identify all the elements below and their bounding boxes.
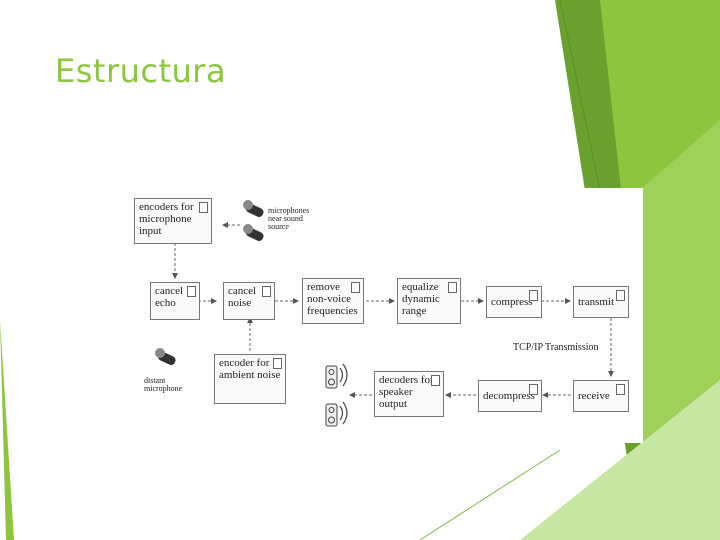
document-icon <box>262 286 271 297</box>
document-icon <box>616 290 625 301</box>
label-tcpip-transmission: TCP/IP Transmission <box>513 342 599 353</box>
box-equalize: equalize dynamic range <box>397 278 461 324</box>
box-receive: receive <box>573 380 629 412</box>
document-icon <box>199 202 208 213</box>
box-transmit: transmit <box>573 286 629 318</box>
document-icon <box>529 384 538 395</box>
box-label: compress <box>491 296 533 308</box>
box-label: decompress <box>483 390 535 402</box>
box-cancel-echo: cancel echo <box>150 282 200 320</box>
box-decompress: decompress <box>478 380 542 412</box>
label-microphones-near: microphones near sound source <box>268 206 310 231</box>
box-cancel-noise: cancel noise <box>223 282 275 320</box>
box-label: encoders for microphone input <box>139 201 194 237</box>
diagram-figure: encoders for microphone input cancel ech… <box>128 188 643 443</box>
microphone-icon <box>243 200 264 242</box>
document-icon <box>187 286 196 297</box>
document-icon <box>273 358 282 369</box>
label-distant-microphone: distant microphone <box>144 376 183 393</box>
box-label: encoder for ambient noise <box>219 357 281 381</box>
document-icon <box>616 384 625 395</box>
box-compress: compress <box>486 286 542 318</box>
speaker-icon <box>325 401 348 427</box>
box-encoder-ambient: encoder for ambient noise <box>214 354 286 404</box>
document-icon <box>529 290 538 301</box>
box-encoders-mic: encoders for microphone input <box>134 198 212 244</box>
box-label: receive <box>578 390 610 402</box>
box-remove-nonvoice: remove non-voice frequencies <box>302 278 364 324</box>
bottom-thin-line <box>419 449 561 540</box>
slide-title: Estructura <box>55 52 227 90</box>
box-label: cancel noise <box>228 285 257 309</box>
box-label: equalize dynamic range <box>402 281 440 317</box>
diagram-arrows <box>155 200 614 427</box>
right-shape-pale <box>520 380 720 540</box>
left-accent-bar <box>0 320 14 540</box>
box-decoders-speaker: decoders for speaker output <box>374 371 444 417</box>
box-label: remove non-voice frequencies <box>307 281 358 317</box>
document-icon <box>448 282 457 293</box>
microphone-icon <box>155 348 176 366</box>
document-icon <box>351 282 360 293</box>
right-thin-line <box>559 0 601 191</box>
box-label: transmit <box>578 296 615 308</box>
box-label: cancel echo <box>155 285 184 309</box>
speaker-icon <box>325 363 348 389</box>
box-label: decoders for speaker output <box>379 374 434 410</box>
document-icon <box>431 375 440 386</box>
